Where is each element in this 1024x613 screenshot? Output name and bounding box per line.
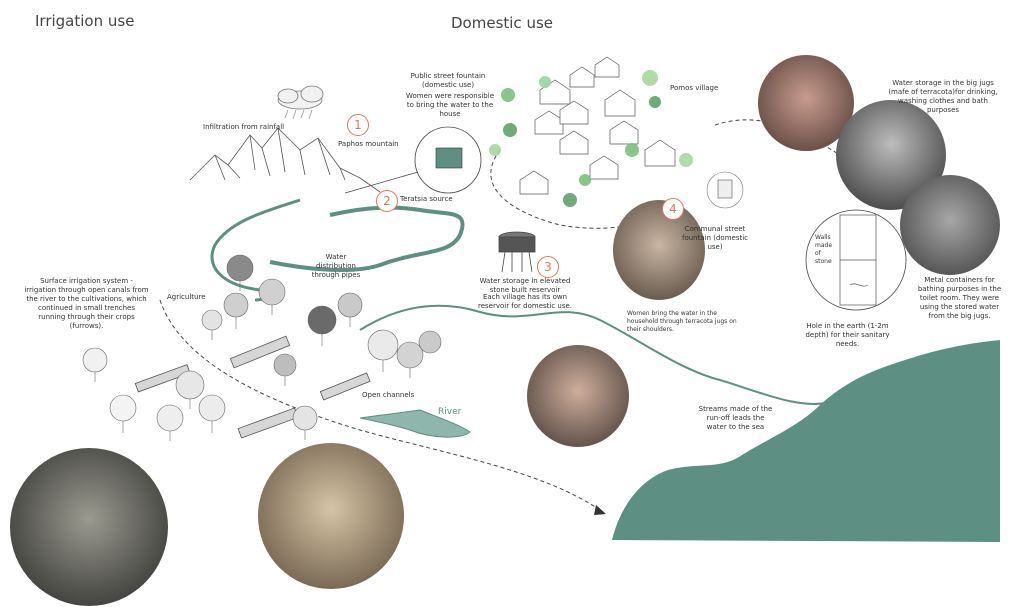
label-infiltration: Infiltration from rainfall [203,123,285,131]
irrigation-heading: Irrigation use [35,12,135,30]
label-communal-fountain: Communal street fountain (domestic use) [681,225,749,251]
photo-fountain-women [613,200,705,300]
label-metal: Metal containers for bathing purposes in… [917,276,1002,320]
label-open-channels: Open channels [362,391,415,399]
label-public-fountain: Public street fountain (domestic use) [410,72,486,89]
photo-irrigation-canal [10,448,168,606]
label-streams: Streams made of the run-off leads the wa… [698,405,773,431]
label-women-bring: Women bring the water in the household t… [627,310,737,333]
stream-line [359,304,831,405]
photo-river-washing [527,345,629,447]
step-4-marker: 4 [662,198,684,220]
label-each-village: Each village has its own reservoir for d… [477,293,573,310]
step-1-marker: 1 [347,114,369,136]
label-women-responsible: Women were responsible to bring the wate… [406,92,494,118]
sea-hill-shape [612,340,1000,542]
channels [134,335,371,439]
label-jugs: Water storage in the big jugs (mafe of t… [888,79,998,114]
step-2-marker: 2 [376,190,398,212]
photo-agriculture-workers [258,443,404,589]
step-3-marker: 3 [537,256,559,278]
label-hole: Hole in the earth (1-2m depth) for their… [805,322,890,348]
water-tower [498,231,536,273]
label-agriculture: Agriculture [167,293,206,301]
village-houses [519,56,676,195]
label-distribution: Water distribution through pipes [311,253,361,279]
rain-cloud [277,85,324,120]
arrow-head [594,505,606,515]
photo-women-jugs [758,55,854,151]
fountain-block [435,147,463,169]
label-pomos: Pomos village [670,84,719,92]
trees [82,254,442,441]
label-storage-reservoir: Water storage in elevated stone built re… [479,277,571,294]
label-walls: Walls made of stone [815,234,833,265]
label-paphos: Paphos mountain [338,140,399,148]
water-flows [210,198,471,438]
village-trees [489,70,693,207]
label-river: River [438,407,462,417]
label-surface-irrigation: Surface irrigation system - irrigation t… [24,277,149,330]
label-teratsia: Teratsia source [400,195,453,203]
photo-metal-container [900,175,1000,275]
mountain-drawing [189,127,381,193]
domestic-heading: Domestic use [451,14,553,32]
sanitary-drawing [839,214,877,306]
